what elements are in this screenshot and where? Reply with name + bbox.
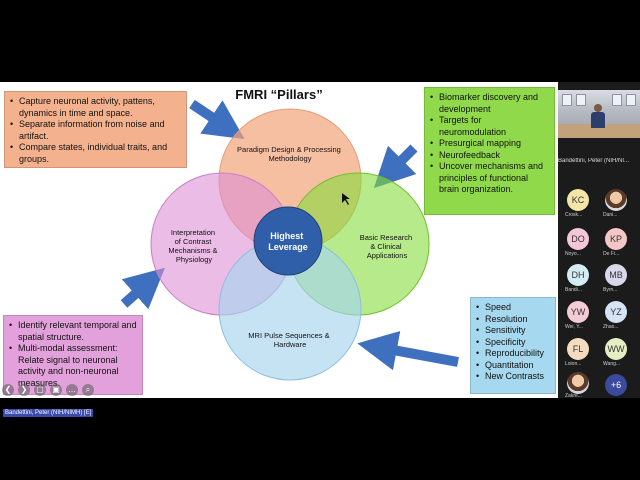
arrow-bottom-left	[120, 267, 165, 310]
box-hardware-goals: Speed Resolution Sensitivity Specificity…	[470, 297, 556, 394]
participant-avatar[interactable]: MB	[605, 264, 627, 286]
participant-name: Wang...	[603, 361, 621, 367]
list-item: Speed	[475, 302, 551, 314]
venn-diagram: Paradigm Design & Processing Methodology…	[120, 99, 459, 381]
participant-name: Noyo...	[565, 251, 581, 257]
participant-name: Wei, Y...	[565, 324, 584, 330]
list-item: Uncover mechanisms and principles of fun…	[429, 161, 550, 196]
list-item: Multi-modal assessment: Relate signal to…	[8, 343, 138, 378]
slide-controls: ❮ ❯ ▢ ▣ … ⌕	[2, 384, 94, 396]
previous-slide-button[interactable]: ❮	[2, 384, 14, 396]
list-item: Neurofeedback	[429, 150, 550, 162]
participant-name: Zakre...	[565, 393, 582, 399]
box-continuation-text: measures.	[18, 377, 61, 388]
list-item: Biomarker discovery and development	[429, 92, 550, 115]
arrow-top-right	[373, 144, 418, 189]
participant-name: Dani...	[603, 212, 618, 218]
participant-name: Loion...	[565, 361, 582, 367]
center-label: Highest Leverage	[268, 231, 308, 252]
participant-name: Bandi...	[565, 287, 582, 293]
box-interpretation: Identify relevant temporal and spatial s…	[3, 315, 143, 395]
zoom-button[interactable]: ⌕	[82, 384, 94, 396]
more-options-button[interactable]: …	[66, 384, 78, 396]
presenter-head	[594, 104, 602, 112]
center-circle	[253, 206, 323, 276]
list-item: Capture neuronal activity, pattens, dyna…	[9, 96, 182, 119]
participant-avatar[interactable]: WW	[605, 338, 627, 360]
participant-name: Byrn...	[603, 287, 618, 293]
mouse-cursor	[342, 193, 350, 205]
participant-avatar[interactable]	[605, 189, 627, 211]
circle-right-label: Basic Research & Clinical Applications	[360, 233, 415, 260]
participant-avatar[interactable]: DO	[567, 228, 589, 250]
presenter-body	[591, 112, 605, 128]
shared-slide: FMRI “Pillars” Paradigm Design & Proces	[0, 82, 558, 398]
participant-name: Crosk...	[565, 212, 583, 218]
list-item: New Contrasts	[475, 371, 551, 383]
window-shape	[612, 94, 622, 106]
more-participants-button[interactable]: +6	[605, 374, 627, 396]
list-item: Sensitivity	[475, 325, 551, 337]
window-shape	[576, 94, 586, 106]
list-item: Quantitation	[475, 360, 551, 372]
participant-avatar[interactable]	[567, 372, 589, 394]
arrow-top-left	[189, 99, 245, 140]
box-analysis-goals: Capture neuronal activity, pattens, dyna…	[4, 91, 187, 168]
next-slide-button[interactable]: ❯	[18, 384, 30, 396]
list-item: Separate information from noise and arti…	[9, 119, 182, 142]
presenter-video[interactable]	[558, 90, 640, 138]
circle-bottom-label: MRI Pulse Sequences & Hardware	[248, 331, 331, 349]
list-item: Presurgical mapping	[429, 138, 550, 150]
desk-shape	[558, 124, 640, 138]
window-shape	[562, 94, 572, 106]
slides-overview-button[interactable]: ▣	[50, 384, 62, 396]
list-item: Targets for neuromodulation	[429, 115, 550, 138]
list-item: Compare states, individual traits, and g…	[9, 142, 182, 165]
list-item: Reproducibility	[475, 348, 551, 360]
arrow-bottom-right	[357, 330, 459, 371]
list-item: Specificity	[475, 337, 551, 349]
slide-title: FMRI “Pillars”	[235, 87, 323, 102]
participant-avatar[interactable]: KP	[605, 228, 627, 250]
list-item: Resolution	[475, 314, 551, 326]
pen-tool-button[interactable]: ▢	[34, 384, 46, 396]
circle-left-label: Interpretation of Contrast Mechanisms & …	[168, 228, 219, 264]
presenter-name: Bandettini, Peter (NIH/NI...	[558, 158, 630, 164]
participants-panel: Bandettini, Peter (NIH/NI... KC Crosk...…	[558, 82, 640, 399]
participant-avatar[interactable]: KC	[567, 189, 589, 211]
circle-top-label: Paradigm Design & Processing Methodology	[237, 145, 343, 163]
participant-name: De Fi...	[603, 251, 620, 257]
participant-name: Zhao...	[603, 324, 619, 330]
participant-avatar[interactable]: FL	[567, 338, 589, 360]
participant-avatar[interactable]: YZ	[605, 301, 627, 323]
window-shape	[626, 94, 636, 106]
screen-share-label: Bandettini, Peter (NIH/NIMH) [E]	[3, 409, 94, 417]
participant-avatar[interactable]: DH	[567, 264, 589, 286]
box-applications: Biomarker discovery and development Targ…	[424, 87, 555, 215]
list-item: Identify relevant temporal and spatial s…	[8, 320, 138, 343]
participant-avatar[interactable]: YW	[567, 301, 589, 323]
